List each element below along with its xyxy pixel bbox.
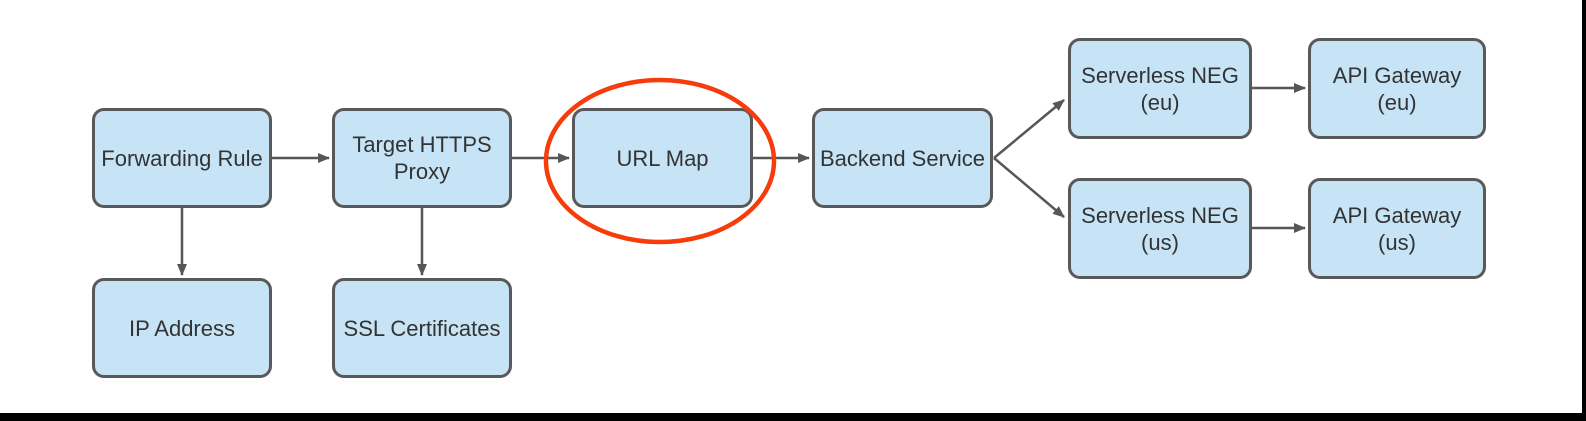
node-ip-address: IP Address (92, 278, 272, 378)
connector-backend-service-to-serverless-neg-us (993, 157, 1065, 218)
node-url-map: URL Map (572, 108, 753, 208)
node-serverless-neg-us: Serverless NEG (us) (1068, 178, 1252, 279)
node-label: SSL Certificates (343, 315, 501, 341)
node-label: Backend Service (819, 145, 986, 171)
node-serverless-neg-eu: Serverless NEG (eu) (1068, 38, 1252, 139)
node-label: Serverless NEG (eu) (1081, 62, 1239, 115)
node-api-gateway-us: API Gateway (us) (1308, 178, 1486, 279)
node-target-https-proxy: Target HTTPS Proxy (332, 108, 512, 208)
node-label: Serverless NEG (us) (1081, 202, 1239, 255)
node-label: API Gateway (eu) (1332, 62, 1462, 115)
node-backend-service: Backend Service (812, 108, 993, 208)
node-label: Forwarding Rule (101, 145, 263, 171)
connector-backend-service-to-serverless-neg-eu (993, 99, 1065, 159)
node-label: Target HTTPS Proxy (352, 132, 492, 184)
node-label: URL Map (616, 145, 709, 171)
node-forwarding-rule: Forwarding Rule (92, 108, 272, 208)
node-api-gateway-eu: API Gateway (eu) (1308, 38, 1486, 139)
right-border-line (1582, 0, 1586, 421)
node-label: API Gateway (us) (1332, 202, 1462, 255)
bottom-border-line (0, 413, 1586, 421)
node-ssl-certificates: SSL Certificates (332, 278, 512, 378)
node-label: IP Address (129, 315, 235, 341)
